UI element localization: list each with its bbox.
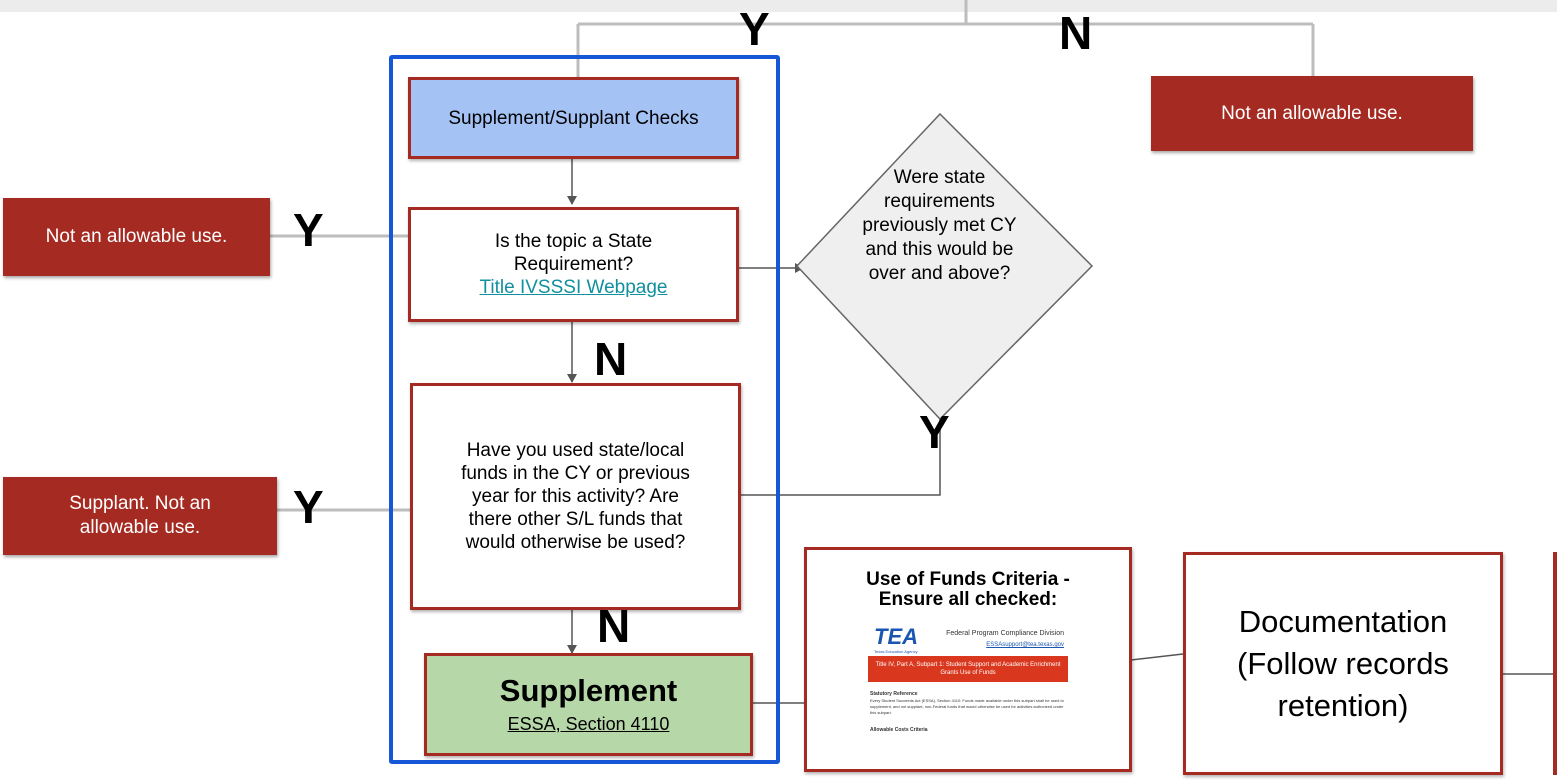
funds-question-text: Have you used state/local funds in the C… bbox=[461, 440, 690, 553]
banner-text: Title IV, Part A, Subpart 1: Student Sup… bbox=[875, 662, 1061, 676]
decision-text: Were state requirements previously met C… bbox=[862, 167, 1017, 284]
state-requirement-box: Is the topic a State Requirement? Title … bbox=[408, 207, 739, 322]
document-banner: Title IV, Part A, Subpart 1: Student Sup… bbox=[868, 656, 1068, 682]
documentation-text: Documentation (Follow records retention) bbox=[1237, 603, 1449, 723]
cropped-box-right bbox=[1553, 552, 1557, 775]
no-label-mid-1: N bbox=[594, 333, 628, 385]
not-allowable-left: Not an allowable use. bbox=[3, 198, 270, 276]
statutory-body: Every Student Succeeds Act (ESSA), Secti… bbox=[870, 698, 1064, 715]
division-email: ESSAsupport@tea.texas.gov bbox=[986, 642, 1064, 648]
criteria-footer: Allowable Costs Criteria bbox=[870, 727, 928, 733]
no-label-top: N bbox=[1059, 7, 1093, 59]
criteria-box: Use of Funds Criteria - Ensure all check… bbox=[804, 547, 1132, 772]
decision-diamond bbox=[795, 112, 1094, 421]
yes-label-top: Y bbox=[739, 3, 770, 55]
supplement-title: Supplement bbox=[499, 673, 678, 708]
title-ivsssi-link[interactable]: Title IVSSSI Webpage bbox=[479, 277, 668, 298]
division-name: Federal Program Compliance Division bbox=[946, 630, 1064, 637]
yes-label-left-2: Y bbox=[293, 481, 324, 533]
supplement-checks-box: Supplement/Supplant Checks bbox=[408, 77, 739, 159]
criteria-title: Use of Funds Criteria - Ensure all check… bbox=[866, 569, 1070, 610]
yes-label-right: Y bbox=[919, 406, 950, 458]
document-thumbnail: TEA Texas Education Agency Federal Progr… bbox=[868, 626, 1068, 746]
not-allowable-top-right: Not an allowable use. bbox=[1151, 76, 1473, 151]
no-label-mid-2: N bbox=[597, 600, 631, 652]
supplant-left: Supplant. Not an allowable use. bbox=[3, 477, 277, 555]
yes-label-left-1: Y bbox=[293, 204, 324, 256]
documentation-box: Documentation (Follow records retention) bbox=[1183, 552, 1503, 775]
not-allowable-left-text: Not an allowable use. bbox=[45, 226, 228, 247]
tea-logo-sub: Texas Education Agency bbox=[874, 649, 918, 654]
funds-question-box: Have you used state/local funds in the C… bbox=[410, 383, 741, 610]
top-band bbox=[0, 0, 1557, 12]
supplant-left-text: Supplant. Not an allowable use. bbox=[69, 493, 211, 538]
essa-section-link[interactable]: ESSA, Section 4110 bbox=[507, 714, 670, 734]
top-split-connector bbox=[270, 0, 1315, 512]
tea-logo: TEA bbox=[874, 624, 918, 649]
not-allowable-top-right-text: Not an allowable use. bbox=[1221, 102, 1403, 124]
supplement-checks-frame bbox=[389, 55, 780, 764]
supplement-checks-text: Supplement/Supplant Checks bbox=[448, 107, 699, 129]
statutory-heading: Statutory Reference bbox=[870, 691, 918, 697]
supplement-box: Supplement ESSA, Section 4110 bbox=[424, 653, 753, 756]
state-requirement-text: Is the topic a State Requirement? bbox=[494, 231, 653, 275]
